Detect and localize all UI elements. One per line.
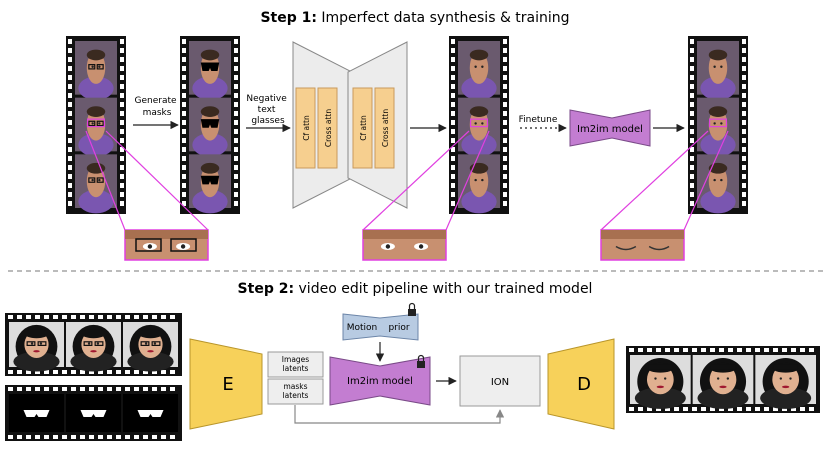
zoom-callouts [85,130,729,261]
unet-block-2 [317,87,338,169]
zoom-callout-finetuned [600,130,729,261]
svg-text:Im2im model: Im2im model [347,376,413,387]
im2im-model-step2: Im2im model [329,354,431,406]
unet-block-4-label: Cross attn [381,109,390,147]
film-strip-input-video [5,313,182,376]
unet-block-4 [374,87,395,169]
svg-text:E: E [222,374,233,395]
svg-text:prior: prior [388,323,409,333]
svg-text:Motion: Motion [347,323,378,333]
svg-text:ION: ION [491,377,509,388]
step1-title: Step 1: Imperfect data synthesis & train… [260,10,569,26]
encoder-block: E [189,338,263,430]
step1-film-strips [66,36,748,214]
unet-block-3 [352,87,373,169]
zoom-callout-input [85,130,209,261]
film-strip-masked [180,36,240,214]
decoder-block: D [547,338,615,430]
unet-block-3-label: Cf attn [359,115,368,141]
film-strip-finetuned [688,36,748,214]
skip-connection-arrow [294,405,505,424]
unet-model: Cf attn Cross attn Cf attn Cross attn [292,41,408,209]
motion-prior-block: Motion prior [342,302,419,341]
ion-block: ION [459,355,541,407]
film-strip-mask-video [5,385,182,441]
step2-film-strips [5,313,820,441]
svg-text:Im2im model: Im2im model [577,124,643,135]
negative-text-label: Negative text glasses [246,94,289,126]
im2im-model-step1: Im2im model [569,109,651,147]
film-strip-synth [449,36,509,214]
step2-title: Step 2: video edit pipeline with our tra… [238,281,593,297]
unet-block-2-label: Cross attn [324,109,333,147]
lock-icon [408,302,416,316]
lock-icon [417,354,425,368]
zoom-callout-synth [362,130,490,261]
svg-text:D: D [577,374,591,395]
film-strip-input [66,36,126,214]
generate-masks-label: Generate masks [135,96,180,118]
finetune-label: Finetune [519,115,558,125]
film-strip-output-video [626,346,820,413]
unet-block-1-label: Cf attn [302,115,311,141]
unet-block-1 [295,87,316,169]
